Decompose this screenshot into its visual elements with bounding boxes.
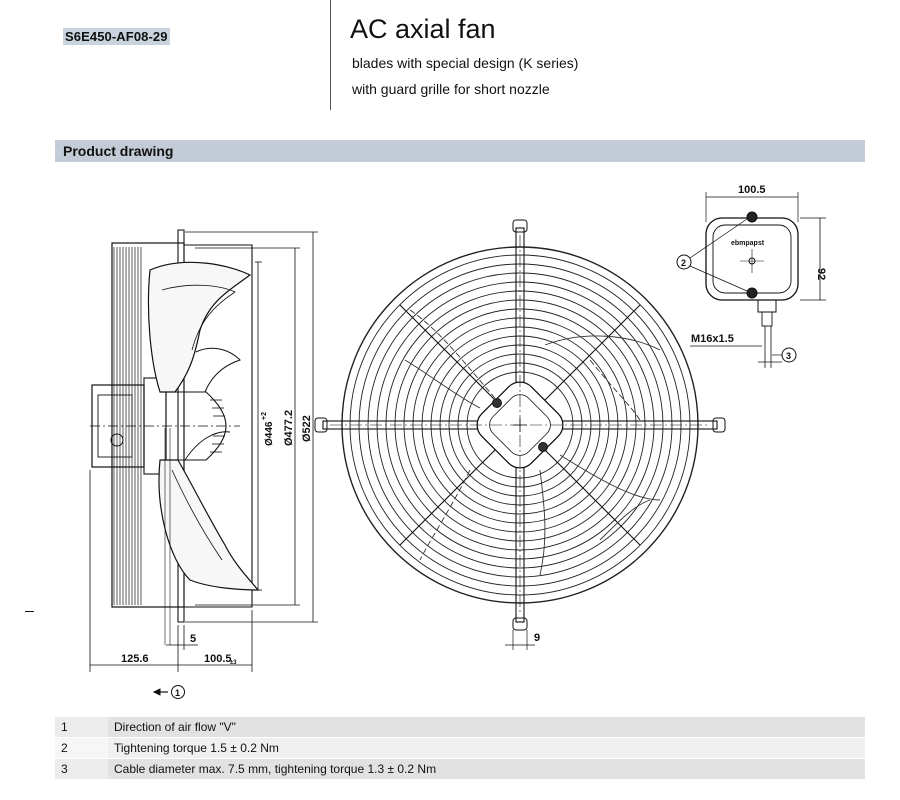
product-title: AC axial fan bbox=[350, 14, 496, 44]
side-view bbox=[89, 229, 318, 699]
section-title: Product drawing bbox=[63, 143, 174, 159]
strut-tabs bbox=[314, 219, 726, 631]
legend-text: Cable diameter max. 7.5 mm, tightening t… bbox=[108, 758, 865, 780]
blade-upper bbox=[147, 261, 252, 393]
dim-depth-125: 125.6 bbox=[121, 653, 149, 665]
model-number: S6E450-AF08-29 bbox=[63, 28, 170, 45]
product-subtitle-2: with guard grille for short nozzle bbox=[352, 81, 550, 97]
legend-row: 2 Tightening torque 1.5 ± 0.2 Nm bbox=[55, 737, 865, 759]
dim-box-height: 92 bbox=[815, 268, 827, 280]
terminal-box bbox=[676, 192, 826, 368]
depth-dims bbox=[89, 428, 253, 672]
dim-diameter-522: Ø522 bbox=[301, 415, 313, 442]
brand-label: ebmpapst bbox=[731, 240, 765, 247]
blade-outlines-hidden bbox=[404, 309, 661, 576]
blade-lower bbox=[158, 459, 260, 591]
dim-depth-100: 100.5 bbox=[204, 653, 232, 665]
product-drawing: Ø446 +2 Ø477.2 Ø522 125.6 100.5 ±3 5 1 bbox=[89, 184, 827, 699]
header-divider bbox=[330, 0, 331, 110]
dim-diameter-477: Ø477.2 bbox=[283, 410, 295, 446]
callout-3: 3 bbox=[786, 351, 791, 361]
legend-number: 2 bbox=[55, 737, 108, 759]
dim-depth-100-tol: ±3 bbox=[230, 660, 237, 666]
dim-diameter-446-tol: +2 bbox=[261, 412, 268, 420]
legend-text: Direction of air flow "V" bbox=[108, 717, 865, 738]
section-bar: Product drawing bbox=[55, 140, 865, 162]
hub-ribs bbox=[210, 399, 225, 453]
dim-flange-5: 5 bbox=[190, 633, 196, 645]
legend-text: Tightening torque 1.5 ± 0.2 Nm bbox=[108, 737, 865, 759]
callout-1: 1 bbox=[175, 688, 180, 698]
callout-2: 2 bbox=[681, 258, 686, 268]
legend-table: 1 Direction of air flow "V" 2 Tightening… bbox=[55, 717, 865, 780]
product-subtitle-1: blades with special design (K series) bbox=[352, 55, 579, 71]
dim-box-width: 100.5 bbox=[738, 184, 766, 196]
cable-gland-label: M16x1.5 bbox=[691, 333, 734, 345]
front-view bbox=[314, 219, 726, 650]
legend-number: 1 bbox=[55, 717, 108, 738]
dim-tab-9: 9 bbox=[534, 632, 540, 644]
diameter-dims bbox=[185, 231, 318, 623]
legend-number: 3 bbox=[55, 758, 108, 780]
legend-row: 3 Cable diameter max. 7.5 mm, tightening… bbox=[55, 758, 865, 780]
legend-row: 1 Direction of air flow "V" bbox=[55, 717, 865, 738]
margin-mark bbox=[25, 611, 34, 612]
dim-diameter-446: Ø446 bbox=[264, 421, 275, 446]
